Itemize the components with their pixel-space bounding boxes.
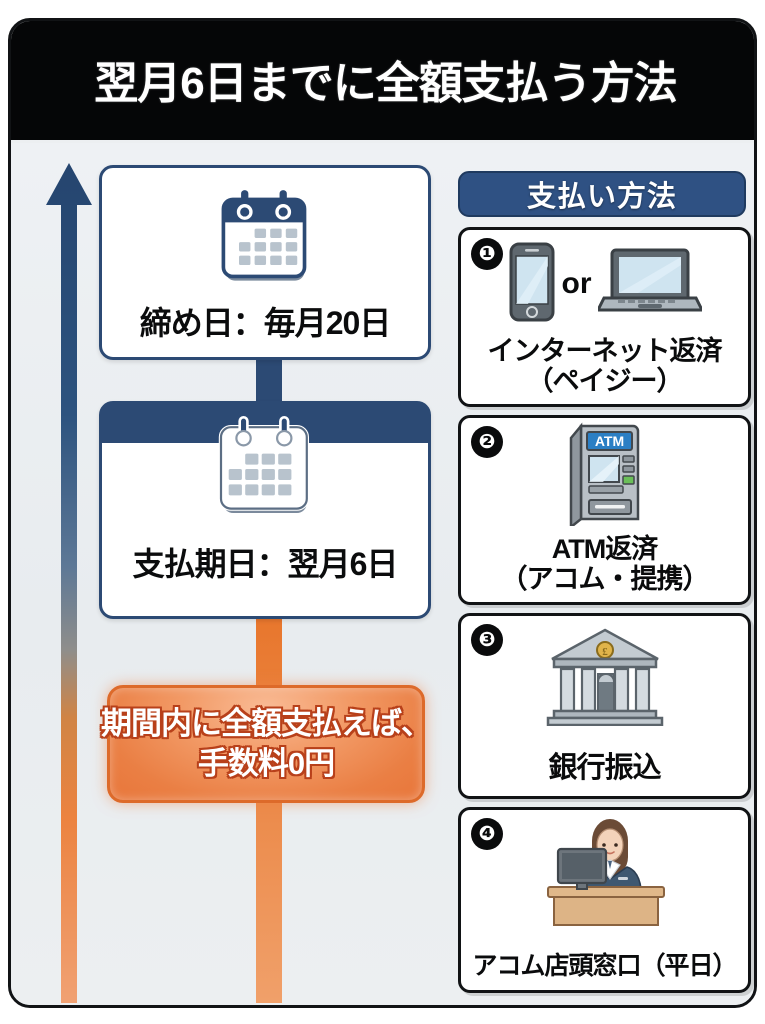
timeline-card-label: 締め日：毎月20日: [139, 305, 392, 341]
timeline-column: 締め日：毎月20日: [99, 143, 439, 1005]
counter-staff-icon: [530, 811, 680, 932]
calendar-icon: [102, 409, 428, 529]
payment-icons-group: [461, 812, 748, 930]
payment-method-card-atm[interactable]: ❷ ATM: [458, 415, 751, 605]
number-badge-4: ❹: [471, 818, 503, 850]
infographic-body: 締め日：毎月20日: [11, 143, 754, 1005]
payment-method-card-bank-transfer[interactable]: ❸ £: [458, 613, 751, 799]
timeline-card-closing-date: 締め日：毎月20日: [99, 165, 431, 360]
number-badge-3: ❸: [471, 624, 503, 656]
connector-bar-lower: [256, 613, 282, 1003]
callout-line-2: 手数料0円: [197, 746, 335, 781]
title-bar: 翌月6日までに全額支払う方法: [11, 21, 754, 140]
payment-method-card-counter[interactable]: ❹: [458, 807, 751, 993]
payment-method-label-line1: インターネット返済: [487, 335, 723, 366]
payment-method-label: ATM返済 （アコム・提携）: [461, 534, 748, 594]
infographic-frame: 翌月6日までに全額支払う方法: [8, 18, 757, 1008]
payment-method-label: アコム店頭窓口（平日）: [461, 952, 748, 980]
calendar-icon: [102, 168, 428, 298]
laptop-icon: [595, 244, 704, 325]
timeline-card-label: 支払期日：翌月6日: [132, 546, 399, 582]
number-badge-1: ❶: [471, 238, 503, 270]
payment-method-label-line1: 銀行振込: [548, 751, 661, 784]
svg-text:£: £: [602, 646, 608, 658]
smartphone-icon: [508, 241, 556, 328]
page-title: 翌月6日までに全額支払う方法: [94, 59, 677, 108]
payment-method-label-line1: ATM返済: [551, 533, 658, 564]
payment-icons-group: £: [461, 622, 748, 734]
payment-method-label-line1: アコム店頭窓口（平日）: [472, 952, 737, 980]
payment-method-label: インターネット返済 （ペイジー）: [461, 336, 748, 396]
payment-icons-group: or: [461, 236, 748, 332]
payment-methods-header-label: 支払い方法: [526, 181, 677, 213]
number-badge-2: ❷: [471, 426, 503, 458]
bank-building-icon: £: [546, 626, 664, 731]
payment-method-card-internet[interactable]: ❶ or: [458, 227, 751, 407]
or-label: or: [561, 267, 592, 300]
payment-methods-column: 支払い方法 ❶ or: [454, 143, 754, 1005]
timeline-card-due-date: 支払期日：翌月6日: [99, 401, 431, 619]
payment-method-label-line2: （ペイジー）: [526, 365, 684, 396]
payment-method-label: 銀行振込: [461, 752, 748, 784]
payment-methods-header: 支払い方法: [458, 171, 746, 217]
atm-icon: ATM: [559, 422, 651, 531]
svg-text:ATM: ATM: [594, 433, 623, 449]
upward-arrow-icon: [46, 163, 92, 1003]
payment-method-label-line2: （アコム・提携）: [500, 563, 710, 594]
callout-line-1: 期間内に全額支払えば、: [101, 706, 432, 742]
fee-callout: 期間内に全額支払えば、 手数料0円: [101, 685, 432, 803]
payment-icons-group: ATM: [461, 422, 748, 531]
